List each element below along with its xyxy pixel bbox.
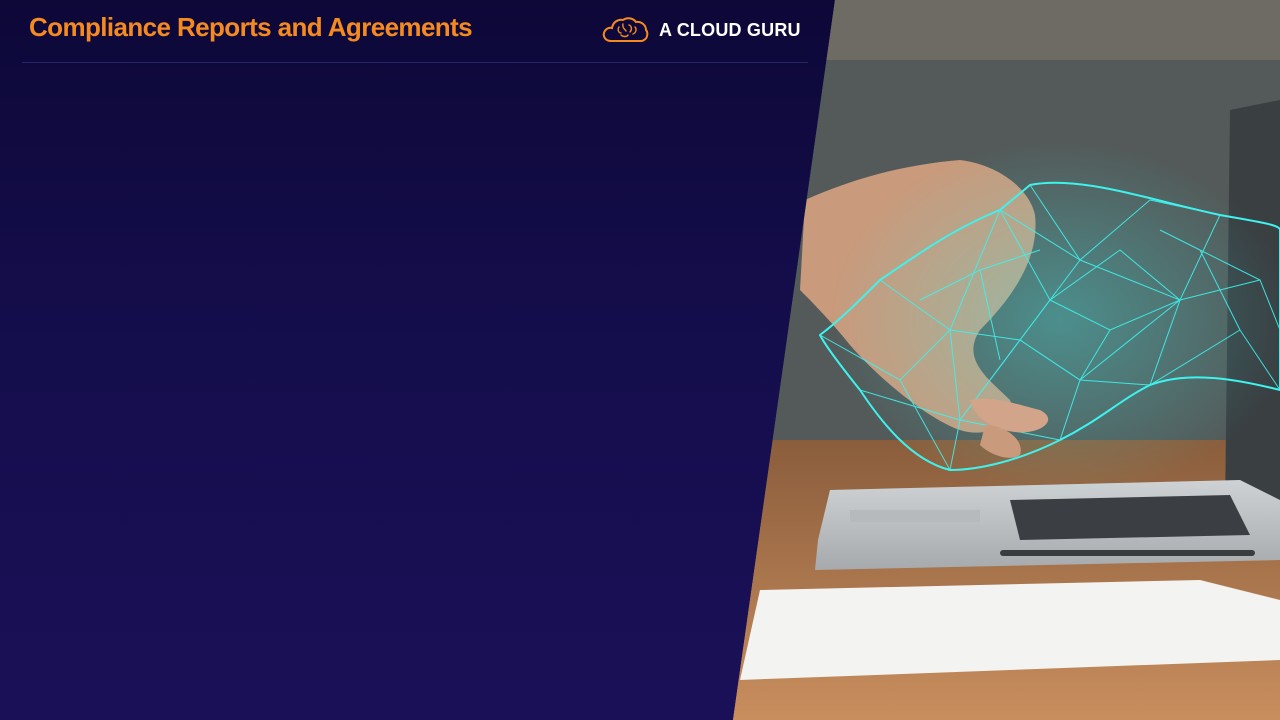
cloud-brain-icon [602, 17, 649, 42]
title-divider [22, 62, 808, 63]
page-title: Compliance Reports and Agreements [29, 12, 473, 42]
brand: A CLOUD GURU [601, 14, 801, 46]
brand-name: A CLOUD GURU [659, 19, 801, 40]
